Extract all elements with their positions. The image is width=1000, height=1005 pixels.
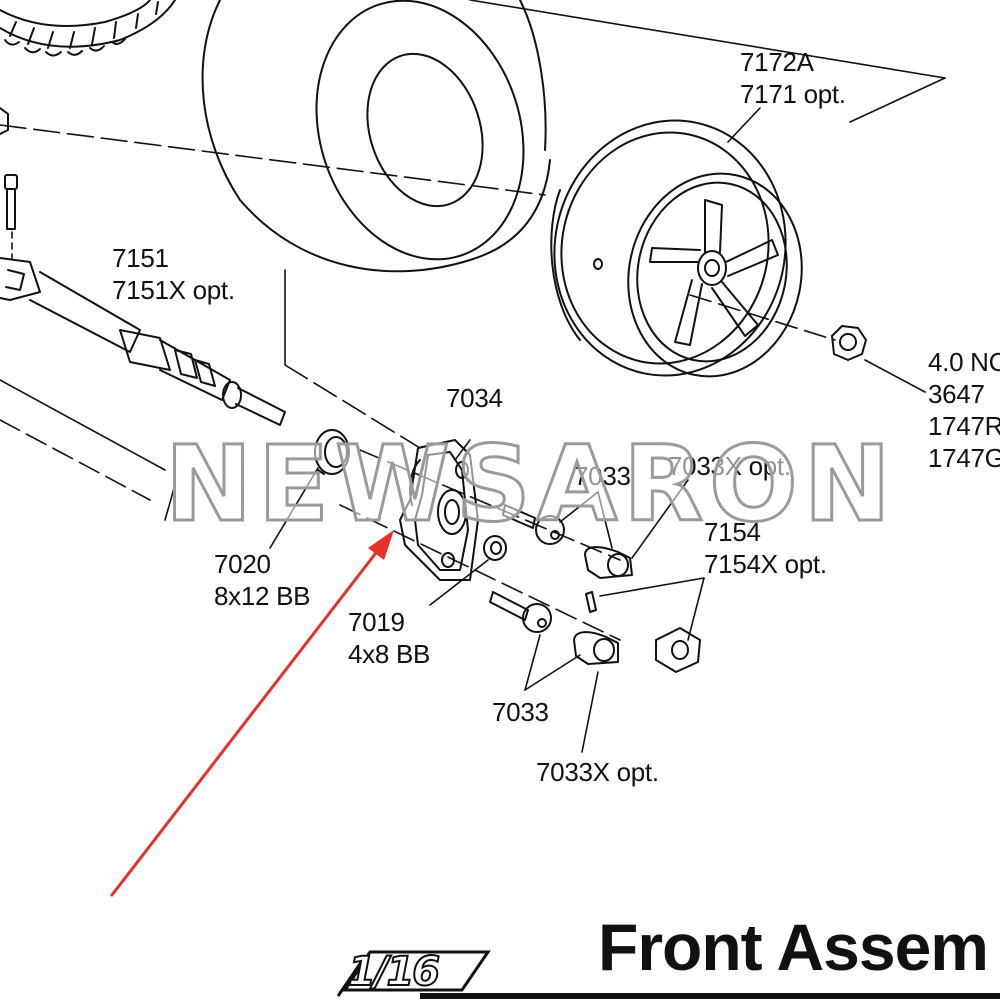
- label-nut-line3: 1747R: [928, 411, 1000, 441]
- wheel-rim: [550, 119, 803, 378]
- screws: [0, 107, 18, 230]
- label-bearing-small-line1: 7019: [348, 607, 405, 637]
- red-arrow: [110, 530, 394, 897]
- label-driveshaft-line2: 7151X opt.: [112, 275, 235, 305]
- wheel-nut: [831, 325, 867, 361]
- label-bushing-bottom: 7033X opt.: [536, 756, 659, 788]
- label-wheel-line2: 7171 opt.: [740, 79, 846, 109]
- label-pivot-bottom-line1: 7033: [492, 697, 549, 727]
- hex-hub: [655, 627, 701, 673]
- scale-badge-shape: [336, 950, 1000, 999]
- watermark: NEWSARON: [164, 423, 897, 545]
- label-wheel: 7172A 7171 opt.: [740, 46, 846, 110]
- section-title: Front Assem: [598, 910, 989, 984]
- label-bearing-small: 7019 4x8 BB: [348, 606, 430, 670]
- label-hex-hub-line1: 7154: [704, 517, 761, 547]
- label-pivot-top-line1: 7033: [574, 461, 631, 491]
- bearing-small: [483, 535, 507, 561]
- label-pivot-top: 7033: [574, 460, 631, 492]
- pivot-ball-upper: [502, 504, 565, 545]
- label-bearing-large: 7020 8x12 BB: [214, 548, 310, 612]
- carrier: [399, 439, 479, 581]
- axis-lines: [0, 0, 946, 641]
- label-hex-hub: 7154 7154X opt.: [704, 516, 827, 580]
- label-nut-line2: 3647: [928, 379, 985, 409]
- label-driveshaft: 7151 7151X opt.: [112, 242, 235, 306]
- label-carrier-line1: 7034: [446, 383, 503, 413]
- bearing-large: [314, 429, 350, 475]
- scale-logo: 1/16: [347, 948, 441, 996]
- label-nut-line1: 4.0 NC: [928, 347, 1000, 377]
- label-pivot-bottom: 7033: [492, 696, 549, 728]
- hub-pin: [585, 591, 597, 613]
- label-bushing-bottom-line1: 7033X opt.: [536, 757, 659, 787]
- label-bearing-small-line2: 4x8 BB: [348, 639, 431, 669]
- label-bushing-top: 7033X opt.: [668, 450, 791, 482]
- label-nut-line4: 1747G: [928, 443, 1000, 473]
- tire-fragment: [0, 0, 176, 57]
- label-carrier: 7034: [446, 382, 503, 414]
- label-bushing-top-line1: 7033X opt.: [668, 451, 791, 481]
- label-nut: 4.0 NC 3647 1747R 1747G: [928, 346, 1000, 474]
- label-hex-hub-line2: 7154X opt.: [704, 549, 827, 579]
- leader-lines: [269, 107, 761, 753]
- label-bearing-large-line1: 7020: [214, 549, 271, 579]
- bushing-lower: [573, 631, 619, 665]
- label-driveshaft-line1: 7151: [112, 243, 169, 273]
- tire: [201, 0, 551, 273]
- label-bearing-large-line2: 8x12 BB: [214, 581, 311, 611]
- bushing-upper: [584, 546, 633, 579]
- driveshaft: [0, 257, 286, 426]
- pivot-ball-lower: [489, 591, 552, 633]
- label-wheel-line1: 7172A: [740, 47, 814, 77]
